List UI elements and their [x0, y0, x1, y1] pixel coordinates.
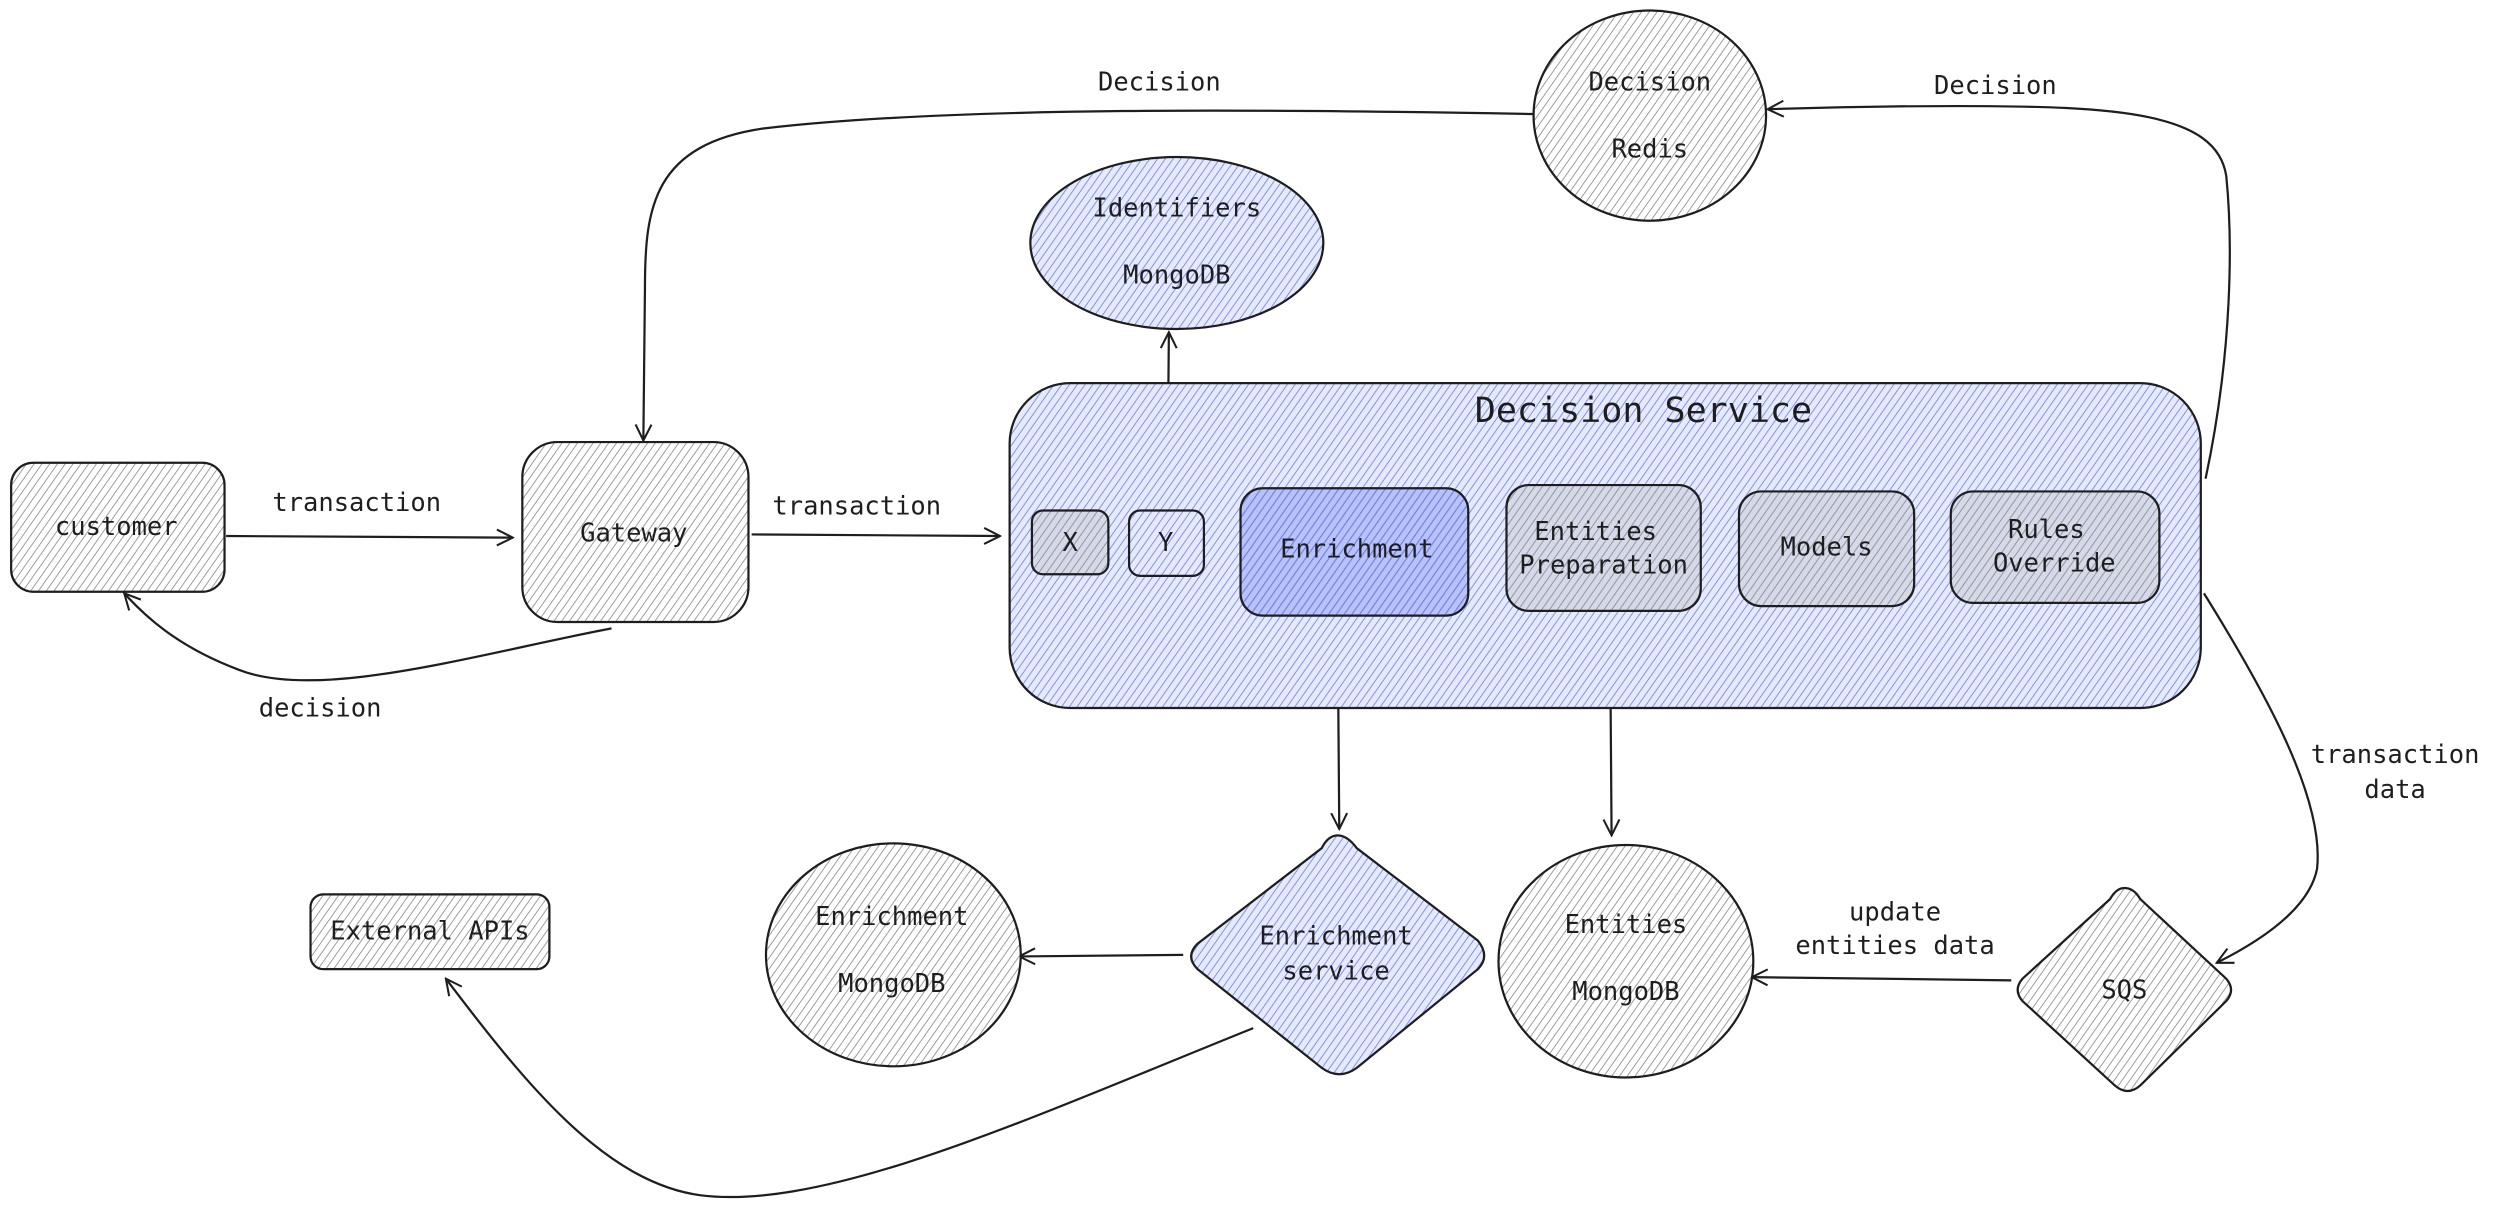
component-entities-line2: Preparation: [1519, 550, 1688, 580]
component-x[interactable]: X: [1030, 509, 1110, 576]
edge-label-transaction-data-1: transaction: [2311, 740, 2480, 770]
edge-enrichment-service-to-enrichment-mongodb: [1019, 955, 1184, 957]
edge-label-decision-service-redis: Decision: [1934, 71, 2057, 101]
edge-gateway-to-customer: [124, 593, 612, 682]
edge-service-to-sqs: [2203, 592, 2319, 962]
decision-redis-line1: Decision: [1588, 68, 1711, 98]
component-entities-preparation[interactable]: Entities Preparation: [1505, 483, 1702, 612]
edge-sqs-to-entities-mongodb: [1752, 977, 2012, 980]
entities-mongodb-line2: MongoDB: [1572, 977, 1679, 1007]
component-rules-line1: Rules: [2008, 515, 2085, 545]
edge-label-decision: decision: [259, 694, 382, 724]
edge-label-transaction-1: transaction: [272, 488, 441, 518]
edge-enrichment-service-to-external-apis: [446, 979, 1254, 1199]
enrichment-service-line1: Enrichment: [1259, 921, 1412, 951]
edge-customer-to-gateway: [226, 536, 513, 538]
node-decision-service[interactable]: Decision Service X Y Enrichment Entities…: [1008, 382, 2202, 710]
customer-label: customer: [55, 512, 178, 542]
identifiers-line1: Identifiers: [1093, 194, 1262, 224]
edge-label-transaction-data-2: data: [2364, 775, 2425, 805]
external-apis-label: External APIs: [330, 917, 529, 947]
edge-gateway-to-decision-service: [751, 534, 1000, 536]
component-enrichment-label: Enrichment: [1280, 534, 1433, 564]
node-decision-redis[interactable]: Decision Redis: [1532, 9, 1768, 222]
component-y-label: Y: [1158, 528, 1173, 558]
identifiers-line2: MongoDB: [1123, 260, 1230, 290]
edge-redis-to-gateway: [643, 109, 1534, 441]
node-customer[interactable]: customer: [10, 461, 226, 593]
decision-service-title: Decision Service: [1475, 390, 1812, 431]
component-rules-line2: Override: [1993, 549, 2116, 579]
edge-label-update-2: entities data: [1795, 931, 1994, 961]
component-x-label: X: [1062, 528, 1078, 558]
edge-service-to-redis: [1768, 106, 2231, 479]
node-enrichment-service[interactable]: Enrichment service: [1190, 834, 1486, 1076]
node-enrichment-mongodb[interactable]: Enrichment MongoDB: [764, 842, 1022, 1068]
node-entities-mongodb[interactable]: Entities MongoDB: [1497, 843, 1755, 1079]
component-enrichment[interactable]: Enrichment: [1239, 487, 1470, 617]
edge-label-decision-redis-gateway: Decision: [1098, 68, 1221, 98]
decision-redis-line2: Redis: [1611, 135, 1688, 165]
component-rules-override[interactable]: Rules Override: [1949, 490, 2161, 605]
component-models-label: Models: [1781, 533, 1873, 563]
node-external-apis[interactable]: External APIs: [309, 893, 551, 971]
sqs-label: SQS: [2101, 975, 2147, 1005]
node-identifiers-mongodb[interactable]: Identifiers MongoDB: [1029, 155, 1325, 331]
enrichment-mongodb-line1: Enrichment: [815, 902, 968, 932]
edge-label-update-1: update: [1849, 897, 1941, 927]
enrichment-mongodb-line2: MongoDB: [838, 969, 945, 999]
component-entities-line1: Entities: [1534, 517, 1657, 547]
enrichment-service-line2: service: [1282, 956, 1389, 986]
component-y[interactable]: Y: [1127, 509, 1206, 577]
node-gateway[interactable]: Gateway: [521, 440, 750, 624]
entities-mongodb-line1: Entities: [1565, 910, 1688, 940]
node-sqs[interactable]: SQS: [2016, 886, 2233, 1093]
component-models[interactable]: Models: [1737, 490, 1916, 608]
edge-label-transaction-2: transaction: [772, 491, 941, 521]
gateway-label: Gateway: [580, 518, 687, 548]
